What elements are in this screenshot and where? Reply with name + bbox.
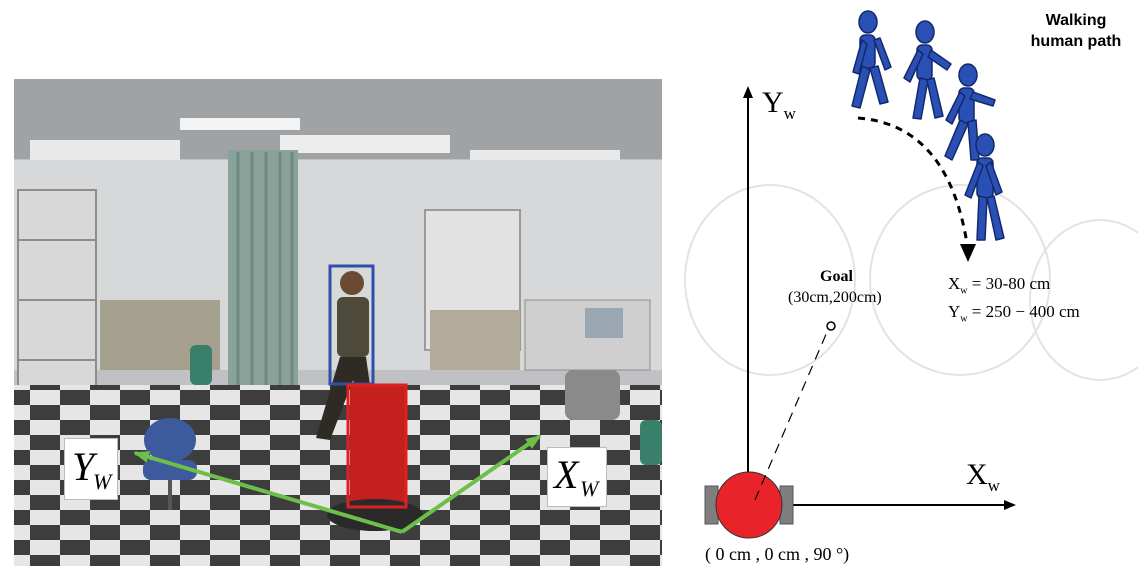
lab-photo: [14, 79, 662, 566]
coordinate-diagram: [684, 10, 1138, 539]
goal-coordinates: (30cm,200cm): [788, 289, 882, 306]
robot-bounding-box: [346, 383, 408, 509]
walking-human-1: [851, 10, 892, 109]
walking-path-curve: [857, 116, 970, 251]
yw-range: Yw = 250 − 400 cm: [948, 302, 1080, 325]
photo-x-axis-arrow: [400, 434, 542, 534]
robot-pose-label: ( 0 cm , 0 cm , 90 °): [705, 544, 850, 564]
photo-x-axis-label: X W: [547, 447, 607, 507]
diagram-x-axis-label: Xw: [966, 458, 1000, 495]
photo-y-axis-arrow: [133, 451, 403, 534]
diagram-y-axis-label: Yw: [762, 86, 796, 123]
goal-title: Goal: [820, 268, 853, 285]
walking-path-title: Walking human path: [1030, 12, 1122, 50]
robot-body: [715, 471, 783, 539]
xw-range: Xw = 30-80 cm: [948, 274, 1051, 297]
walking-path-arrowhead: [960, 244, 976, 262]
walking-human-4: [964, 133, 1005, 241]
photo-y-axis-label: Y W: [64, 438, 118, 500]
goal-point: [826, 321, 836, 331]
goal-path-line: [754, 324, 831, 501]
walking-human-2: [903, 20, 952, 120]
